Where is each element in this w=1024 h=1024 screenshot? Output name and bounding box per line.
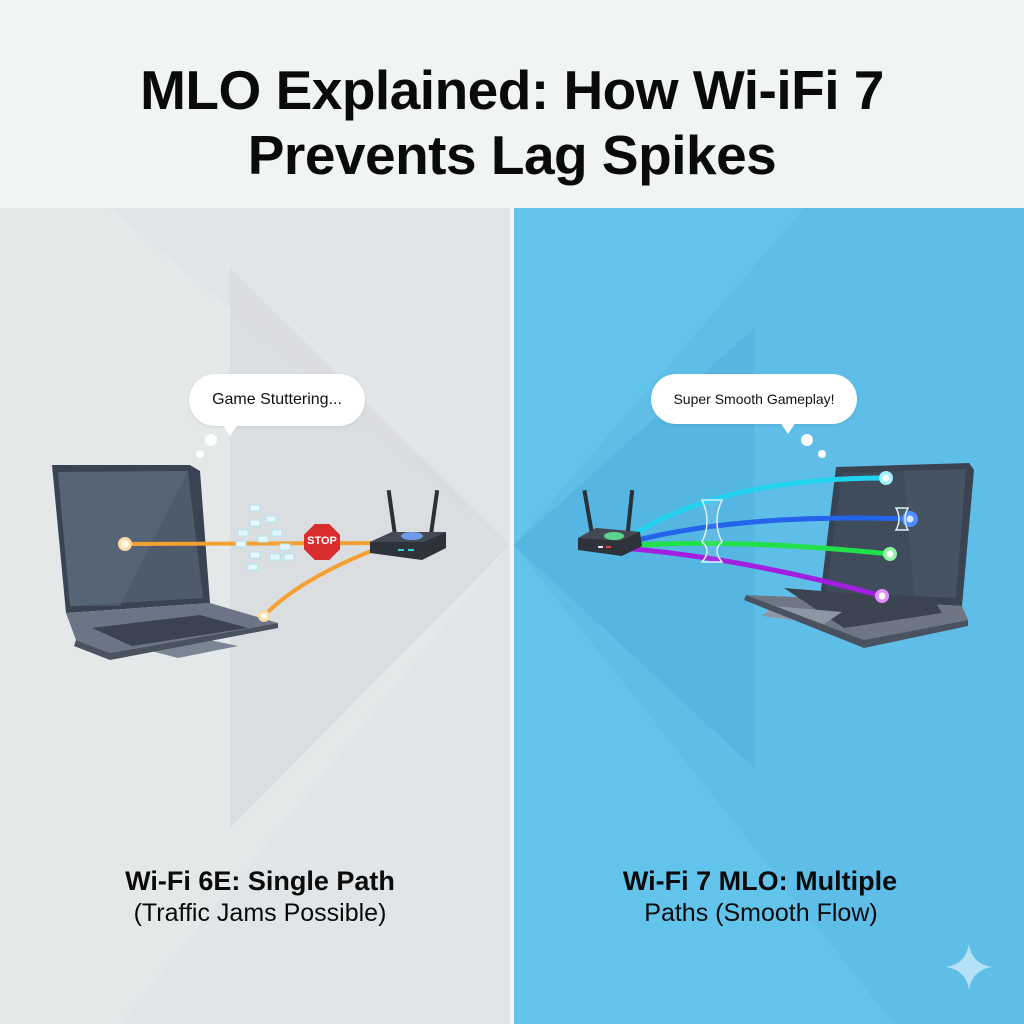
panel-divider — [510, 208, 514, 1024]
wifi-6e-caption: Wi-Fi 6E: Single Path (Traffic Jams Poss… — [60, 866, 460, 928]
wifi-7-caption: Wi-Fi 7 MLO: Multiple Paths (Smooth Flow… — [560, 866, 960, 928]
header: MLO Explained: How Wi-iFi 7 Prevents Lag… — [0, 0, 1024, 208]
caption-subtitle: Paths (Smooth Flow) — [644, 899, 878, 927]
caption-title: Wi-Fi 7 MLO: Multiple — [622, 866, 898, 896]
caption-title: Wi-Fi 6E: Single Path — [125, 866, 395, 896]
page-title-line-1: MLO Explained: How Wi-iFi 7 — [140, 59, 884, 121]
stop-sign-icon: STOP — [304, 524, 340, 560]
packet-jam-icon — [235, 504, 295, 571]
stop-sign-label: STOP — [307, 535, 337, 547]
bubble-dot — [205, 434, 217, 446]
wifi-7-mlo-panel: Super Smooth Gameplay! Wi-Fi 7 MLO: Mult… — [514, 208, 1024, 1024]
thought-bubble: Super Smooth Gameplay! — [651, 374, 857, 424]
sparkle-icon — [946, 944, 992, 990]
thought-bubble: Game Stuttering... — [189, 374, 365, 426]
router-icon — [578, 489, 642, 556]
wifi-6e-illustration — [0, 208, 510, 1024]
bubble-text: Super Smooth Gameplay! — [673, 391, 835, 407]
hourglass-icon — [700, 499, 724, 563]
bubble-text: Game Stuttering... — [212, 391, 342, 408]
wifi-6e-panel: STOP Game Stuttering... Wi-Fi 6E: Single… — [0, 208, 510, 1024]
page-title-line-2: Prevents Lag Spikes — [247, 124, 777, 186]
laptop-icon — [744, 463, 974, 648]
hourglass-icon — [894, 507, 910, 531]
router-icon — [370, 489, 446, 560]
bubble-dot — [818, 450, 826, 458]
wifi-7-illustration — [514, 208, 1024, 1024]
bubble-dot — [801, 434, 813, 446]
bubble-tail — [780, 422, 796, 434]
bubble-tail — [222, 424, 238, 436]
bubble-dot — [196, 450, 204, 458]
caption-subtitle: (Traffic Jams Possible) — [133, 899, 387, 927]
